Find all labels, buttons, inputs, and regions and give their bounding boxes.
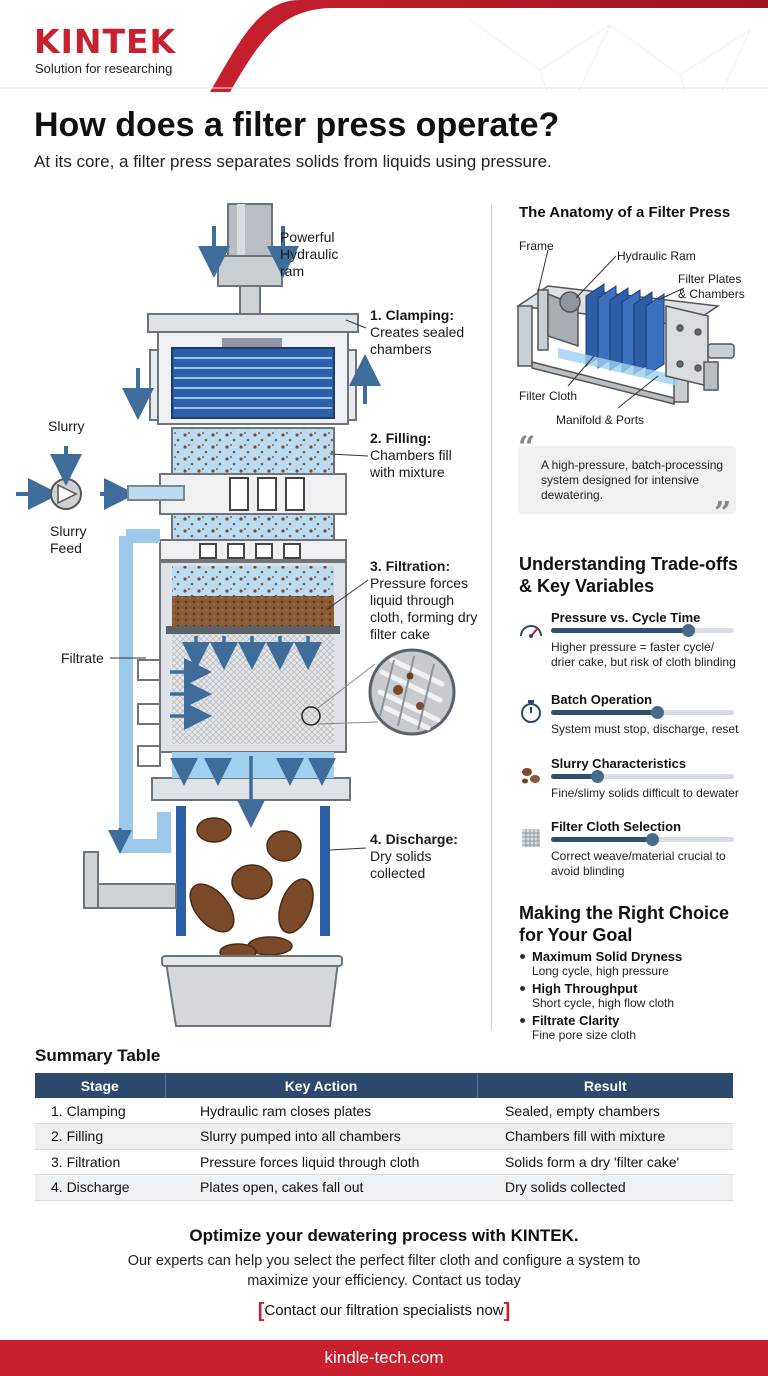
choice-item: Maximum Solid Dryness Long cycle, high p…: [518, 949, 748, 979]
step1-label: 1. Clamping: Creates sealed chambers: [370, 307, 465, 357]
tradeoff-slider: [551, 624, 734, 637]
table-cell: 4. Discharge: [35, 1174, 165, 1201]
choice-head: High Throughput: [518, 981, 748, 996]
tradeoff-slider: [551, 770, 734, 783]
page-subtitle: At its core, a filter press separates so…: [34, 152, 552, 171]
table-cell: Slurry pumped into all chambers: [165, 1123, 477, 1150]
choice-item: High Throughput Short cycle, high flow c…: [518, 981, 748, 1011]
contact-link-text[interactable]: Contact our filtration specialists now: [264, 1302, 504, 1319]
anatomy-quote: A high-pressure, batch-processing system…: [541, 458, 724, 502]
anatomy-plates-label: Filter Plates & Chambers: [678, 272, 745, 301]
table-cell: Solids form a dry 'filter cake': [477, 1149, 733, 1175]
tradeoffs-title: Understanding Trade-offs & Key Variables: [519, 554, 739, 596]
brand-tagline: Solution for researching: [35, 61, 173, 76]
table-cell: 3. Filtration: [35, 1149, 165, 1175]
ram-label: Powerful Hydraulic ram: [280, 229, 339, 279]
column-header: Key Action: [164, 1073, 477, 1098]
table-cell: Pressure forces liquid through cloth: [165, 1149, 477, 1175]
anatomy-frame-label: Frame: [519, 239, 554, 253]
column-header: Result: [476, 1073, 733, 1098]
mesh-icon: [522, 829, 540, 847]
choice-desc: Long cycle, high pressure: [532, 964, 669, 978]
tradeoff-slider: [551, 833, 734, 846]
tradeoff-desc: System must stop, discharge, reset: [551, 722, 739, 736]
tradeoff-name: Filter Cloth Selection: [551, 819, 682, 834]
stopwatch-icon: [521, 700, 541, 723]
filter-press-diagram: [16, 203, 456, 1027]
tradeoff-name: Pressure vs. Cycle Time: [551, 610, 701, 625]
contact-link[interactable]: [Contact our filtration specialists now]: [0, 1300, 768, 1323]
choice-head: Filtrate Clarity: [518, 1013, 748, 1028]
particles-icon: [522, 768, 540, 784]
table-cell: Hydraulic ram closes plates: [165, 1098, 477, 1124]
cta-body: Our experts can help you select the perf…: [127, 1253, 641, 1289]
tradeoff-slider: [551, 706, 734, 719]
quote-box: [518, 446, 736, 514]
anatomy-manifold-label: Manifold & Ports: [556, 413, 645, 427]
anatomy-ram-label: Hydraulic Ram: [617, 249, 696, 263]
footer-link[interactable]: kindle-tech.com: [324, 1348, 444, 1367]
filter-press-illustration: [515, 249, 735, 409]
tradeoff-name: Batch Operation: [551, 692, 653, 707]
tradeoff-desc: Fine/slimy solids difficult to dewater: [551, 786, 739, 800]
step2-label: 2. Filling: Chambers fill with mixture: [370, 430, 452, 480]
brand-logo: KINTEK: [34, 22, 177, 61]
table-row: 1. Clamping Hydraulic ram closes plates …: [35, 1098, 733, 1124]
tradeoff-name: Slurry Characteristics: [551, 756, 687, 771]
choice-title: Making the Right Choice for Your Goal: [519, 903, 730, 945]
table-cell: 1. Clamping: [35, 1098, 165, 1124]
tradeoff-desc: Higher pressure = faster cycle/ drier ca…: [551, 640, 736, 669]
bracket-left-icon: [: [257, 1300, 265, 1322]
gauge-icon: [520, 625, 542, 638]
table-header-row: Stage Key Action Result: [35, 1073, 733, 1098]
summary-title: Summary Table: [35, 1046, 161, 1065]
header-band: [0, 0, 768, 92]
choice-desc: Fine pore size cloth: [532, 1028, 637, 1042]
cta-title: Optimize your dewatering process with KI…: [189, 1226, 579, 1245]
table-cell: Dry solids collected: [477, 1174, 733, 1201]
table-cell: Chambers fill with mixture: [477, 1123, 733, 1150]
slurry-label: Slurry: [48, 418, 85, 434]
column-header: Stage: [35, 1073, 165, 1098]
column-divider: [491, 205, 492, 1030]
anatomy-cloth-label: Filter Cloth: [519, 389, 578, 403]
table-cell: 2. Filling: [35, 1123, 165, 1150]
table-row: 3. Filtration Pressure forces liquid thr…: [35, 1149, 733, 1175]
table-row: 4. Discharge Plates open, cakes fall out…: [35, 1174, 733, 1201]
step3-label: 3. Filtration: Pressure forces liquid th…: [370, 558, 478, 642]
table-cell: Plates open, cakes fall out: [165, 1174, 477, 1201]
footer-band: [0, 1340, 768, 1376]
table-cell: Sealed, empty chambers: [477, 1098, 733, 1124]
choice-desc: Short cycle, high flow cloth: [532, 996, 675, 1010]
bracket-right-icon: ]: [503, 1300, 511, 1322]
tradeoff-desc: Correct weave/material crucial to avoid …: [551, 849, 726, 878]
close-quote-icon: ”: [714, 496, 732, 531]
step4-label: 4. Discharge: Dry solids collected: [370, 831, 458, 881]
choice-item: Filtrate Clarity Fine pore size cloth: [518, 1013, 748, 1043]
table-row: 2. Filling Slurry pumped into all chambe…: [35, 1123, 733, 1150]
anatomy-title: The Anatomy of a Filter Press: [519, 204, 731, 221]
summary-table: Stage Key Action Result 1. Clamping Hydr…: [35, 1073, 733, 1201]
slurry-feed-label: Slurry Feed: [50, 523, 87, 556]
filtrate-label: Filtrate: [61, 650, 104, 666]
open-quote-icon: “: [518, 430, 536, 465]
choice-head: Maximum Solid Dryness: [518, 949, 748, 964]
page-title: How does a filter press operate?: [34, 106, 560, 144]
